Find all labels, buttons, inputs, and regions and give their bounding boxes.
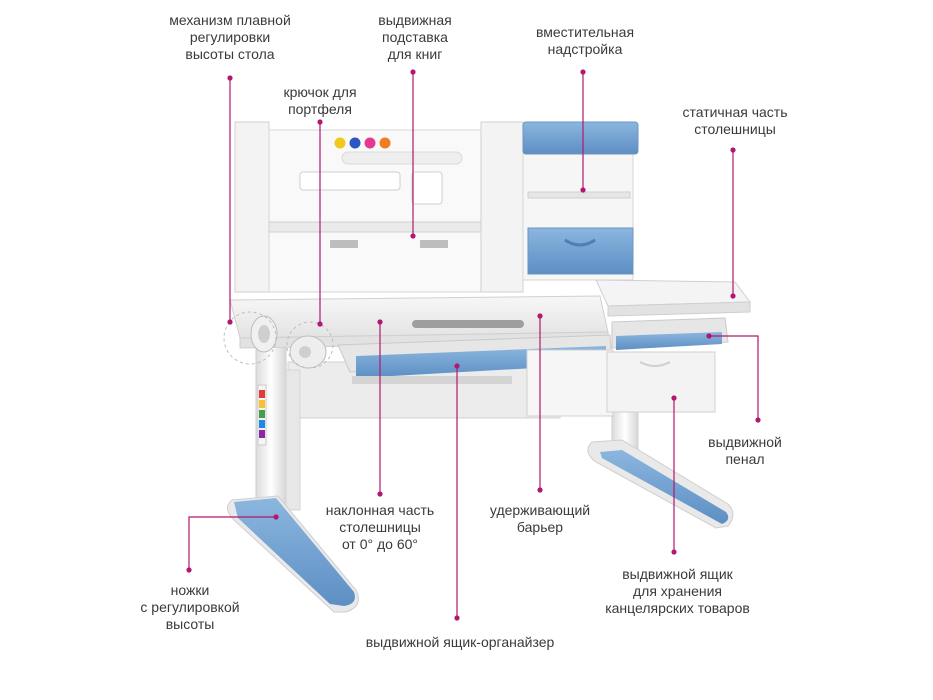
leader-barrier-start-dot <box>537 313 543 319</box>
leader-legs <box>188 516 276 570</box>
pencil-drawer-shape <box>611 317 729 350</box>
label-organizer-drawer: выдвижной ящик-органайзер <box>365 634 555 650</box>
label-superstructure: вместительная надстройка <box>535 24 635 57</box>
leader-tilt-top-start-dot <box>377 319 383 325</box>
leader-static-top-start-dot <box>730 147 736 153</box>
label-tilt-top: наклонная часть столешницы от 0° до 60° <box>325 502 435 552</box>
leader-superstructure-start-dot <box>580 69 586 75</box>
label-pencil-drawer: выдвижной пенал <box>708 434 782 467</box>
leader-organizer-drawer-start-dot <box>454 363 460 369</box>
leader-book-stand-start-dot <box>410 69 416 75</box>
label-book-stand: выдвижная подставка для книг <box>378 12 452 62</box>
label-storage-drawer: выдвижной ящик для хранения канцелярских… <box>605 566 750 616</box>
desktop <box>229 279 751 349</box>
bead <box>364 137 376 149</box>
bead <box>334 137 346 149</box>
leader-lift-mechanism-end-dot <box>227 319 233 325</box>
decorative-beads <box>334 137 391 149</box>
left-leg <box>227 344 359 613</box>
label-bag-hook: крючок для портфеля <box>283 84 357 117</box>
leader-storage-drawer-start-dot <box>671 395 677 401</box>
bead <box>379 137 391 149</box>
right-leg <box>587 371 734 529</box>
leader-pencil-drawer <box>709 335 759 420</box>
leader-book-stand-end-dot <box>410 233 416 239</box>
lift-mechanism-shape <box>250 315 327 369</box>
leader-superstructure-end-dot <box>580 187 586 193</box>
leader-pencil-drawer-end-dot <box>755 417 761 423</box>
storage-drawer-shape <box>526 349 716 417</box>
leader-lines <box>186 69 761 621</box>
leader-pencil-drawer-start-dot <box>706 333 712 339</box>
hutch <box>234 121 639 293</box>
leader-static-top-end-dot <box>730 293 736 299</box>
leader-legs-end-dot <box>186 567 192 573</box>
label-barrier: удерживающий барьер <box>489 502 591 535</box>
leader-legs-start-dot <box>273 514 279 520</box>
leader-bag-hook-end-dot <box>317 321 323 327</box>
leader-storage-drawer-end-dot <box>671 549 677 555</box>
bead <box>349 137 361 149</box>
leader-tilt-top-end-dot <box>377 491 383 497</box>
leader-lift-mechanism-start-dot <box>227 75 233 81</box>
leader-organizer-drawer-end-dot <box>454 615 460 621</box>
label-legs: ножки с регулировкой высоты <box>140 582 240 632</box>
label-lift-mechanism: механизм плавной регулировки высоты стол… <box>169 12 291 62</box>
leader-bag-hook-start-dot <box>317 119 323 125</box>
leader-barrier-end-dot <box>537 487 543 493</box>
label-static-top: статичная часть столешницы <box>682 104 788 137</box>
